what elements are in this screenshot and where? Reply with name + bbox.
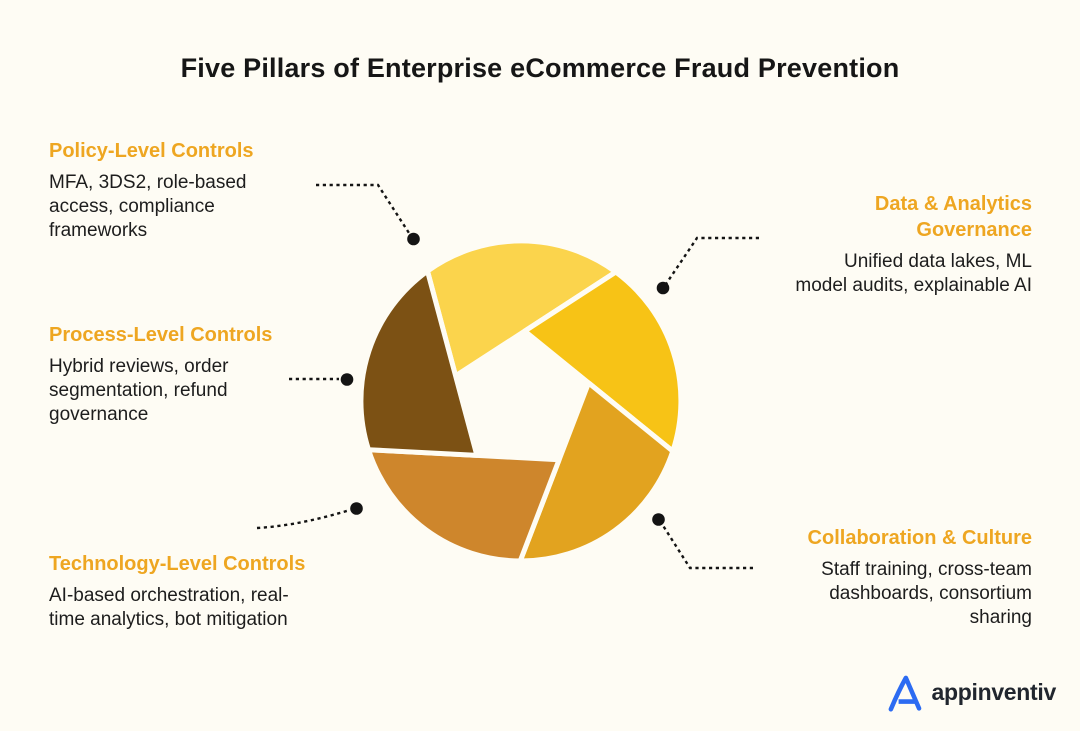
connector-collaboration [660,523,753,570]
pillar-data-analytics-heading: Data & Analytics Governance [874,193,1032,241]
appinventiv-logo-text: appinventiv [931,678,1056,705]
shutter-blade-left [358,268,480,458]
connector-dot-data [656,281,670,295]
pillar-policy-heading: Policy-Level Controls [49,140,254,162]
pillar-process: Process-Level Controls Hybrid reviews, o… [49,322,299,427]
shutter-icon [358,238,684,564]
connector-dot-process [340,373,354,386]
pillar-policy: Policy-Level Controls MFA, 3DS2, role-ba… [49,138,299,243]
connector-dot-technology [350,502,363,515]
pillar-process-description: Hybrid reviews, order segmentation, refu… [49,356,229,426]
connector-dot-collaboration [652,513,665,526]
pillar-technology: Technology-Level Controls AI-based orche… [49,551,339,632]
pillar-data-analytics: Data & Analytics Governance Unified data… [762,191,1032,298]
page-title: Five Pillars of Enterprise eCommerce Fra… [180,53,900,83]
pillar-technology-heading: Technology-Level Controls [49,553,306,575]
pillar-technology-description: AI-based orchestration, real- time analy… [49,585,289,631]
connector-dot-policy [407,232,420,246]
connector-dots [340,232,670,526]
pillar-collaboration-heading: Collaboration & Culture [807,527,1032,549]
connector-technology [256,508,351,530]
connector-lines [256,183,759,570]
pillar-collaboration: Collaboration & Culture Staff training, … [762,525,1032,630]
appinventiv-logo: appinventiv [886,672,1056,712]
pillar-data-analytics-description: Unified data lakes, ML model audits, exp… [795,251,1032,297]
pillar-collaboration-description: Staff training, cross-team dashboards, c… [821,559,1032,629]
pillar-process-heading: Process-Level Controls [49,324,273,346]
connector-data [665,236,759,285]
appinventiv-icon [889,675,922,712]
connector-policy [316,183,411,234]
pillar-policy-description: MFA, 3DS2, role-based access, compliance… [49,172,247,242]
